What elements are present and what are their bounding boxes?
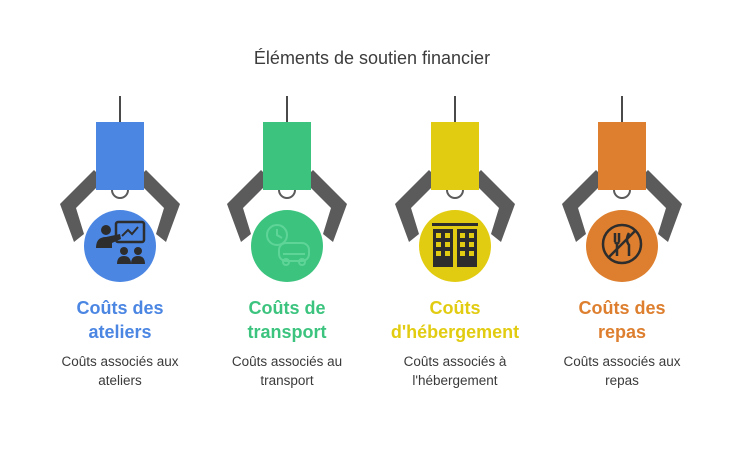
heading-line-1: Coûts des (578, 298, 666, 318)
heading-line-1: Coûts (429, 298, 481, 318)
claw-item-meals: Coûts des repas Coûts associés aux repas (538, 94, 706, 394)
item-description: Coûts associés aux ateliers (36, 352, 204, 390)
claw-mechanism (227, 96, 347, 282)
claw-mechanism (395, 96, 515, 282)
description-line-2: transport (260, 373, 314, 388)
description-line-2: repas (605, 373, 639, 388)
heading-line-2: d'hébergement (390, 322, 520, 342)
heading-line-2: ateliers (88, 322, 152, 342)
claw-block (431, 122, 479, 190)
item-heading: Coûts des ateliers (36, 296, 204, 344)
item-heading: Coûts des repas (538, 296, 706, 344)
icon-circle (586, 210, 658, 282)
claw-block (96, 122, 144, 190)
claw-mechanism (562, 96, 682, 282)
item-description: Coûts associés au transport (203, 352, 371, 390)
description-line-2: ateliers (98, 373, 142, 388)
heading-line-2: transport (247, 322, 327, 342)
icon-circle (251, 210, 323, 282)
item-description: Coûts associés à l'hébergement (371, 352, 539, 390)
item-description: Coûts associés aux repas (538, 352, 706, 390)
item-heading: Coûts de transport (203, 296, 371, 344)
diagram-title: Éléments de soutien financier (253, 48, 491, 68)
claw-block (598, 122, 646, 190)
claw-item-workshops: Coûts des ateliers Coûts associés aux at… (36, 94, 204, 394)
claw-item-transport: Coûts de transport Coûts associés au tra… (203, 94, 371, 394)
meal-icon (601, 223, 643, 265)
icon-circle (419, 210, 491, 282)
claw-block (263, 122, 311, 190)
description-line-1: Coûts associés aux (61, 354, 179, 369)
description-line-2: l'hébergement (412, 373, 498, 388)
heading-line-1: Coûts de (248, 298, 326, 318)
claw-mechanism (60, 96, 180, 282)
claw-item-accommodation: Coûts d'hébergement Coûts associés à l'h… (371, 94, 539, 394)
description-line-1: Coûts associés à (403, 354, 507, 369)
transport-icon (266, 224, 310, 266)
building-icon (432, 223, 478, 267)
heading-line-2: repas (597, 322, 647, 342)
item-heading: Coûts d'hébergement (371, 296, 539, 344)
description-line-1: Coûts associés aux (563, 354, 681, 369)
heading-line-1: Coûts des (76, 298, 164, 318)
workshop-icon (96, 220, 146, 264)
description-line-1: Coûts associés au (231, 354, 343, 369)
